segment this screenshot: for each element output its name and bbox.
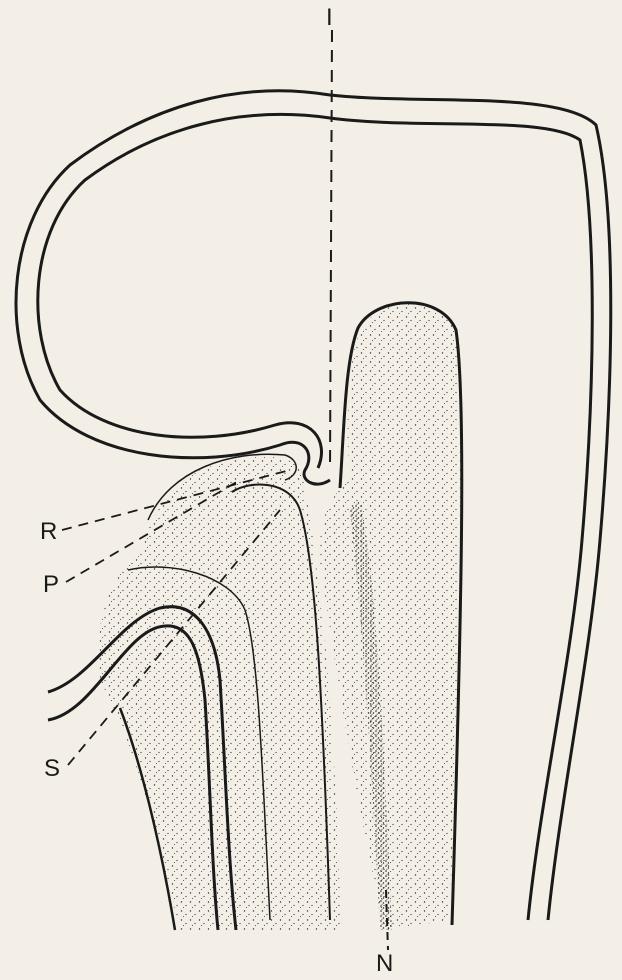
central-stippled-column bbox=[320, 304, 461, 930]
label-top: I bbox=[326, 6, 333, 30]
label-p: P bbox=[43, 573, 59, 597]
label-r: R bbox=[40, 520, 57, 544]
label-bottom: N bbox=[376, 952, 393, 976]
label-s: S bbox=[44, 757, 60, 781]
